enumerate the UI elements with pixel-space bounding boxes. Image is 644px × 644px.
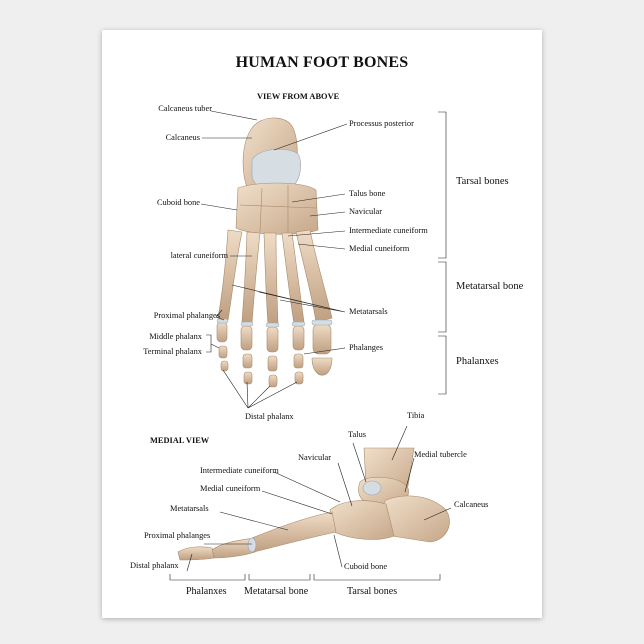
label-cuboid-medial: Cuboid bone (344, 562, 388, 571)
label-calcaneus: Calcaneus (165, 133, 200, 142)
label-tibia: Tibia (407, 411, 425, 420)
label-proximal-phalanges: Proximal phalanges (153, 311, 220, 320)
foot-medial-view (177, 447, 450, 561)
label-medial-tubercle: Medial tubercle (414, 450, 467, 459)
label-distal-phalanx-medial: Distal phalanx (130, 561, 179, 570)
label-distal-phalanx: Distal phalanx (245, 412, 294, 421)
label-navicular: Navicular (349, 207, 383, 216)
group-tarsal-bones: Tarsal bones (456, 176, 509, 187)
bottom-group-phalanxes: Phalanxes (186, 586, 227, 597)
label-medial-cuneiform: Medial cuneiform (349, 244, 410, 253)
label-metatarsals-medial: Metatarsals (170, 504, 209, 513)
label-talus-bone: Talus bone (349, 189, 386, 198)
medial-view-heading: MEDIAL VIEW (150, 436, 210, 445)
bottom-group-tarsal: Tarsal bones (347, 586, 398, 597)
label-navicular-medial: Navicular (298, 453, 332, 462)
view-above-heading: VIEW FROM ABOVE (257, 92, 340, 101)
label-calcaneus-tuber: Calcaneus tuber (158, 104, 212, 113)
foot-top-view (216, 117, 333, 388)
group-phalanxes: Phalanxes (456, 356, 499, 367)
label-medial-cuneiform-medial: Medial cuneiform (200, 484, 261, 493)
poster-title: HUMAN FOOT BONES (235, 54, 409, 71)
label-metatarsals: Metatarsals (349, 307, 388, 316)
label-terminal-phalanx: Terminal phalanx (143, 347, 202, 356)
bottom-group-metatarsal: Metatarsal bone (244, 586, 309, 597)
label-calcaneus-medial: Calcaneus (454, 500, 489, 509)
label-lateral-cuneiform: lateral cuneiform (170, 251, 228, 260)
poster-sheet: HUMAN FOOT BONES VIEW FROM ABOVE (102, 30, 542, 618)
foot-illustration (169, 110, 452, 581)
label-proximal-phalanges-medial: Proximal phalanges (144, 531, 211, 540)
label-intermediate-cuneiform-medial: Intermediate cuneiform (200, 466, 279, 475)
group-metatarsal-bone: Metatarsal bone (456, 281, 524, 292)
label-phalanges: Phalanges (349, 343, 383, 352)
label-middle-phalanx: Middle phalanx (149, 332, 202, 341)
label-cuboid-bone: Cuboid bone (156, 198, 200, 207)
label-intermediate-cuneiform: Intermediate cuneiform (349, 226, 428, 235)
label-processus-posterior: Processus posterior (349, 119, 414, 128)
label-talus: Talus (348, 430, 367, 439)
